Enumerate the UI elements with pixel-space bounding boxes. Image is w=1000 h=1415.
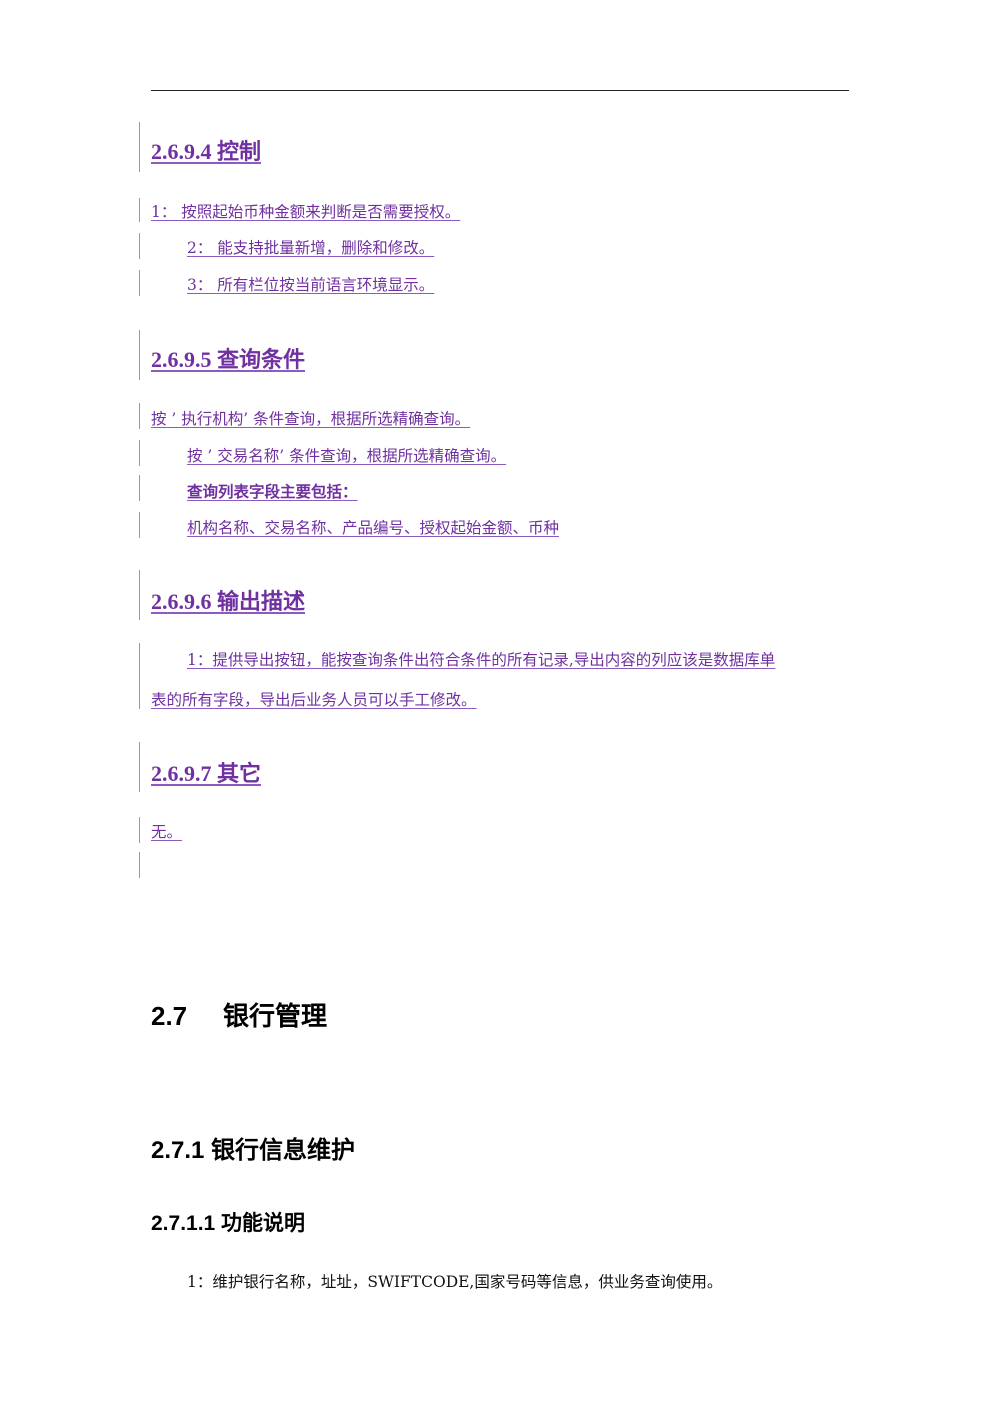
change-bar xyxy=(139,330,140,380)
change-bar xyxy=(139,233,140,259)
change-bar xyxy=(139,440,140,466)
list-label: 查询列表字段主要包括： xyxy=(187,482,358,501)
heading-2-7-1: 2.7.1 银行信息维护 xyxy=(151,1137,356,1164)
list-item: 机构名称、交易名称、产品编号、授权起始金额、币种 xyxy=(187,519,560,537)
list-item: 3： 所有栏位按当前语言环境显示。 xyxy=(187,276,435,294)
change-bar xyxy=(139,643,140,709)
change-bar xyxy=(139,817,140,843)
paragraph: 1：维护银行名称，址址，SWIFTCODE,国家号码等信息，供业务查询使用。 xyxy=(187,1273,723,1291)
change-bar xyxy=(139,742,140,792)
change-bar xyxy=(139,270,140,296)
heading-2-6-9-4: 2.6.9.4 控制 xyxy=(151,139,262,164)
change-bar xyxy=(139,198,140,222)
paragraph: 无。 xyxy=(151,823,183,841)
change-bar xyxy=(139,570,140,620)
list-item: 按 ’ 交易名称’ 条件查询，根据所选精确查询。 xyxy=(187,447,507,465)
paragraph-line: 1：提供导出按钮，能按查询条件出符合条件的所有记录,导出内容的列应该是数据库单 xyxy=(187,651,776,669)
heading-number: 2.7 xyxy=(151,1001,188,1031)
heading-2-6-9-6: 2.6.9.6 输出描述 xyxy=(151,589,306,614)
heading-2-6-9-5: 2.6.9.5 查询条件 xyxy=(151,347,306,372)
list-item: 2： 能支持批量新增，删除和修改。 xyxy=(187,239,435,257)
heading-2-7: 2.7 银行管理 xyxy=(151,996,327,1033)
heading-title: 银行管理 xyxy=(223,1001,328,1031)
list-item: 1： 按照起始币种金额来判断是否需要授权。 xyxy=(151,203,461,221)
paragraph-line: 表的所有字段，导出后业务人员可以手工修改。 xyxy=(151,691,477,709)
list-item: 按 ’ 执行机构’ 条件查询，根据所选精确查询。 xyxy=(151,410,471,428)
header-rule xyxy=(151,90,849,91)
heading-2-6-9-7: 2.6.9.7 其它 xyxy=(151,761,262,786)
change-bar xyxy=(139,403,140,429)
change-bar xyxy=(139,475,140,501)
change-bar xyxy=(139,852,140,878)
change-bar xyxy=(139,122,140,172)
change-bar xyxy=(139,512,140,538)
heading-2-7-1-1: 2.7.1.1 功能说明 xyxy=(151,1212,306,1235)
